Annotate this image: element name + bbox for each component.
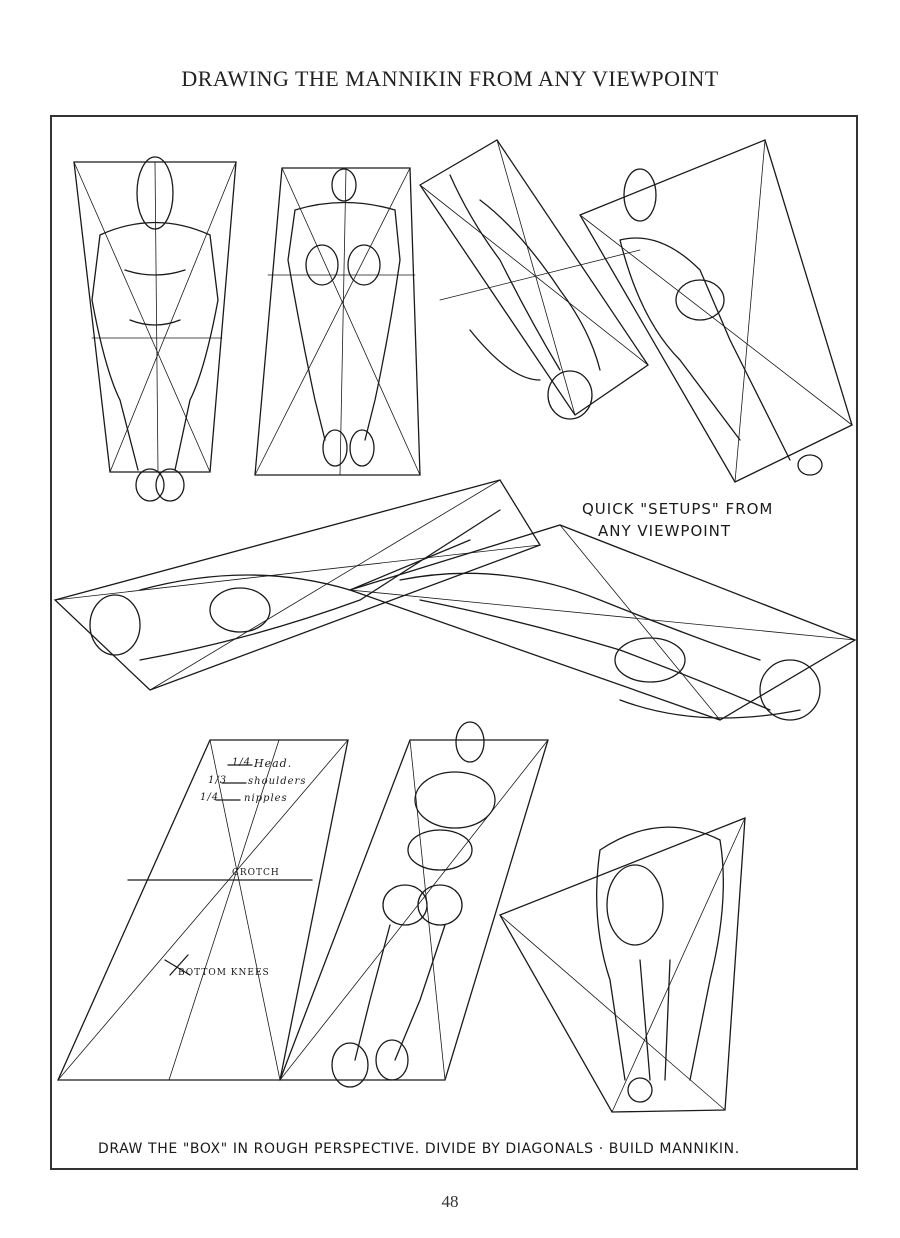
quick-setups-caption-line1: QUICK "SETUPS" FROM xyxy=(582,500,774,518)
nipples-fraction-note: 1/4 xyxy=(200,792,220,803)
mannikin-in-box xyxy=(279,721,549,1088)
standing-figure-back-from-above xyxy=(254,167,421,476)
shoulders-fraction-note: 1/3 xyxy=(208,775,228,786)
page-title: DRAWING THE MANNIKIN FROM ANY VIEWPOINT xyxy=(181,66,719,91)
bottom-knees-note: BOTTOM KNEES xyxy=(178,968,270,978)
bottom-caption: DRAW THE "BOX" IN ROUGH PERSPECTIVE. DIV… xyxy=(98,1141,740,1157)
quick-setups-caption-line2: ANY VIEWPOINT xyxy=(598,522,732,540)
head-fraction-note: 1/4 xyxy=(232,757,252,768)
quick-setups-caption: QUICK "SETUPS" FROM ANY VIEWPOINT xyxy=(582,498,773,542)
reclining-figure-left xyxy=(53,479,541,691)
reclining-figure-right xyxy=(347,524,857,721)
illustration-frame xyxy=(50,115,858,1170)
perspective-box-proportions xyxy=(56,739,349,1081)
nipples-note: nipples xyxy=(244,793,288,804)
shoulders-note: shoulders xyxy=(248,776,307,787)
figure-tilted-diving xyxy=(419,139,649,420)
figure-tilted-right xyxy=(579,139,853,483)
head-note: Head. xyxy=(254,757,293,770)
crotch-note: CROTCH xyxy=(232,868,280,878)
bending-figure xyxy=(499,817,746,1113)
standing-figure-front-from-above xyxy=(73,156,237,502)
page-number: 48 xyxy=(441,1192,459,1211)
